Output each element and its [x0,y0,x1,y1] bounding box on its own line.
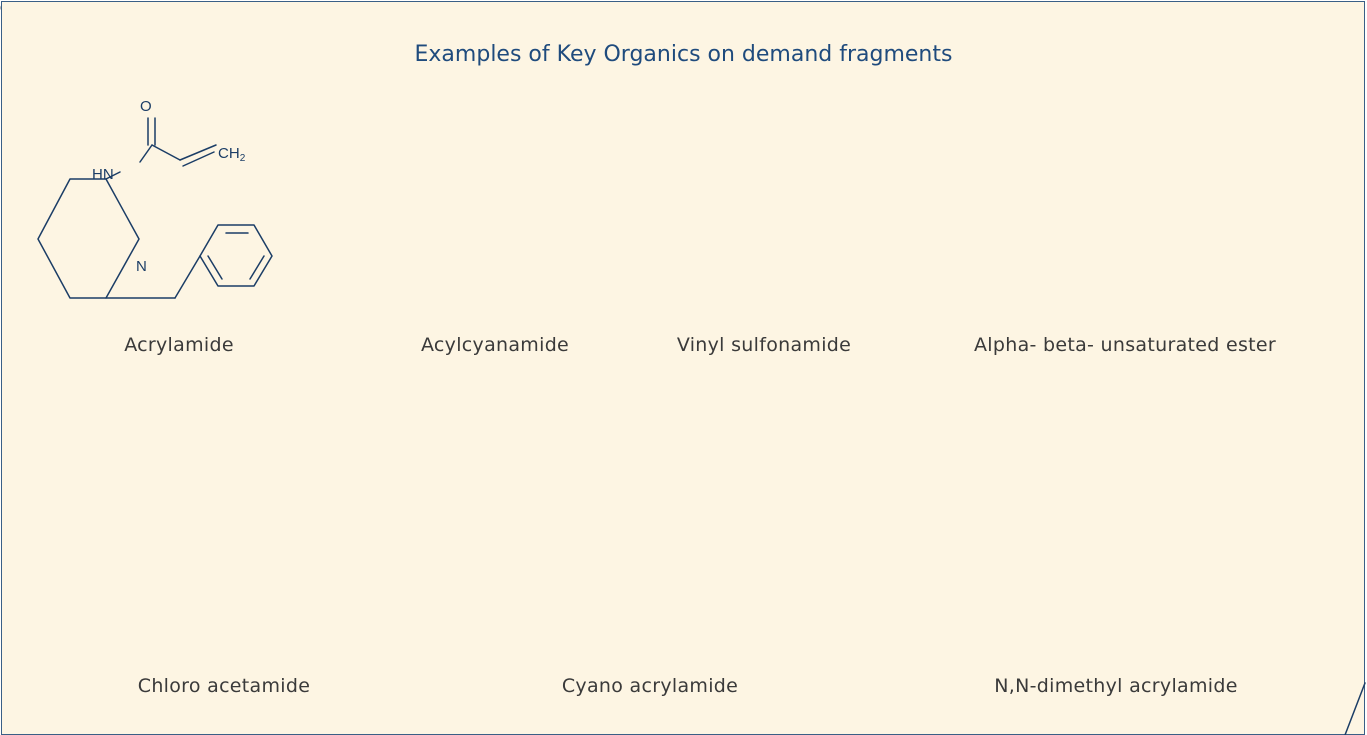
caption-acrylamide: Acrylamide [124,334,234,356]
caption-unsaturated-ester: Alpha- beta- unsaturated ester [973,334,1276,356]
caption-vinyl-sulfonamide: Vinyl sulfonamide [676,334,852,356]
svg-text:N: N [136,258,147,275]
piperidine-ring [37,178,140,299]
caption-nn-dimethyl-acrylamide: N,N-dimethyl acrylamide [994,675,1238,697]
caption-chloro-acetamide: Chloro acetamide [137,675,311,697]
benzene-ring [199,224,273,287]
svg-text:O: O [140,98,152,115]
caption-cyano-acrylamide: Cyano acrylamide [561,675,739,697]
caption-acylcyanamide: Acylcyanamide [420,334,570,356]
corner-fold-line [1344,682,1366,735]
structure-acrylamide: O HN N CH2 [37,98,273,299]
svg-text:HN: HN [92,166,114,183]
svg-text:CH2: CH2 [218,145,246,164]
page-title: Examples of Key Organics on demand fragm… [414,42,953,67]
